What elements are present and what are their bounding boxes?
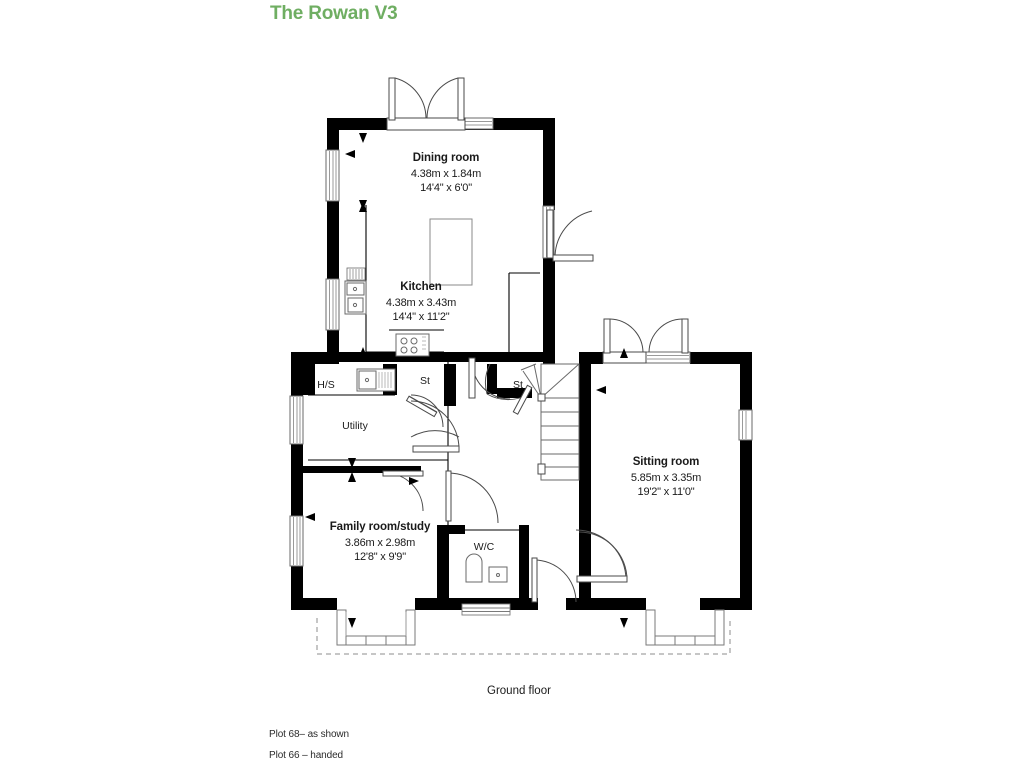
kitchen-drainer [346,267,366,281]
wc-basin [488,566,508,583]
page-title: The Rowan V3 [270,3,398,24]
room-name-kitchen: Kitchen [400,281,442,293]
wc-toilet [465,553,483,583]
room-label-family: Family room/study 3.86m x 2.98m 12'8" x … [310,520,450,565]
bay-window-left [336,609,416,646]
dimension-markers [305,133,750,628]
floor-caption: Ground floor [487,685,551,697]
room-name-sitting: Sitting room [632,456,700,468]
canopy-outline-group [316,618,731,655]
french-doors-dining [386,77,466,131]
room-label-dining: Dining room 4.38m x 1.84m 14'4" x 6'0" [386,151,506,196]
wall-group [291,118,752,610]
room-label-sitting: Sitting room 5.85m x 3.35m 19'2" x 11'0" [605,455,727,500]
room-dim-imperial-kitchen: 14'4" x 11'2" [392,311,450,324]
kitchen-hob [395,333,430,357]
room-label-kitchen: Kitchen 4.38m x 3.43m 14'4" x 11'2" [362,280,480,325]
room-dim-metric-sitting: 5.85m x 3.35m [630,471,702,484]
plot-note-handed: Plot 66 – handed [269,750,344,761]
bay-window-right [645,609,725,646]
staircase [520,363,580,481]
plot-note-as-shown: Plot 68– as shown [269,729,350,740]
room-label-store-kitchen: St [420,375,430,387]
room-dim-metric-kitchen: 4.38m x 3.43m [385,296,457,309]
room-name-dining: Dining room [412,152,480,164]
room-dim-metric-family: 3.86m x 2.98m [344,536,416,549]
room-label-utility: Utility [342,420,368,432]
room-dim-imperial-sitting: 19'2" x 11'0" [637,486,695,499]
room-name-family: Family room/study [329,521,431,533]
room-dim-imperial-family: 12'8" x 9'9" [354,551,406,564]
kitchen-island [429,218,473,286]
room-label-wc: W/C [473,541,495,553]
porch-mat [461,603,511,616]
room-dim-metric-dining: 4.38m x 1.84m [410,167,482,180]
utility-sink [356,368,396,392]
room-dim-imperial-dining: 14'4" x 6'0" [420,182,472,195]
door-group [382,209,628,603]
room-label-store-hall: St [513,379,523,391]
room-label-hs: H/S [317,379,335,391]
kitchen-sink [344,272,367,315]
